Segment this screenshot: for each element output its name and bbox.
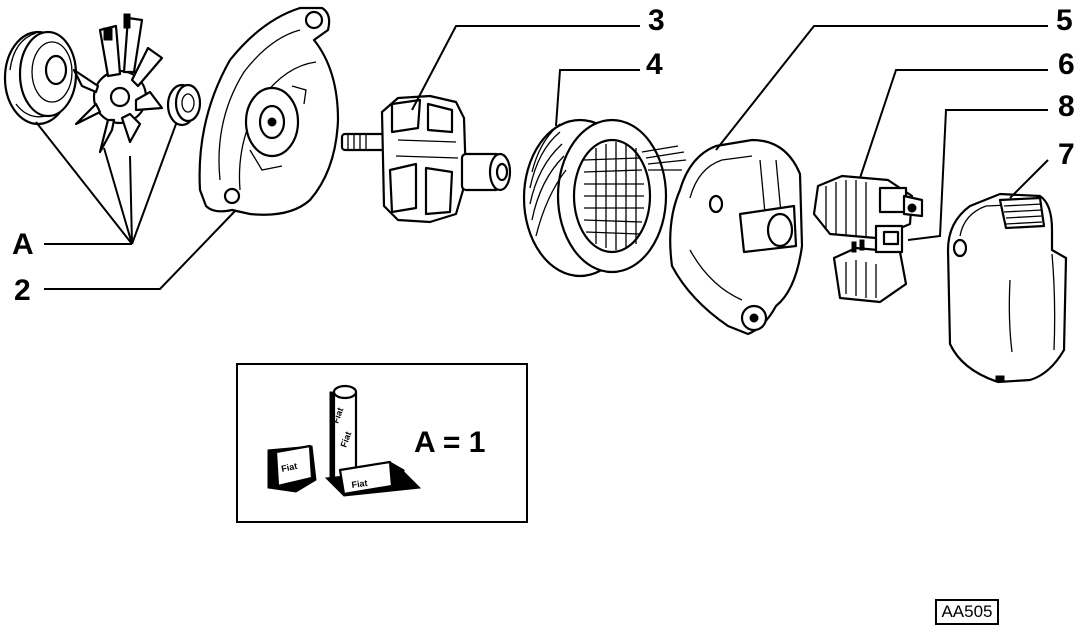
callout-7: 7: [1058, 138, 1075, 171]
parts-kit-box: Fiat Fiat Fiat Fiat A = 1: [236, 363, 528, 523]
reference-code-box: AA505: [935, 599, 999, 625]
kit-quantity-equation: A = 1: [414, 426, 485, 459]
callout-8: 8: [1058, 90, 1075, 123]
fan-part: [72, 13, 164, 154]
stator-part: [522, 118, 687, 278]
callout-6: 6: [1058, 48, 1075, 81]
drive-end-bracket-part: [198, 6, 340, 216]
kit-tube-icon: Fiat Fiat: [329, 384, 358, 481]
pulley-part: [3, 30, 78, 126]
callout-3: 3: [648, 4, 665, 37]
rear-bracket-part: [669, 138, 804, 336]
callout-labels: A 2 3 4 5 6 8 7: [12, 4, 1075, 307]
kit-brand-label-1: Fiat: [280, 461, 298, 474]
regulator-part: [832, 224, 908, 304]
spacer-ring-part: [166, 83, 202, 127]
callout-A: A: [12, 228, 34, 261]
rear-cover-part: [946, 192, 1068, 384]
callout-5: 5: [1056, 4, 1073, 37]
rectifier-part: [812, 174, 924, 240]
leader-lines: [35, 25, 1049, 290]
reference-code: AA505: [941, 602, 993, 621]
kit-box-small-icon: Fiat: [267, 444, 317, 493]
callout-2: 2: [14, 274, 31, 307]
rotor-part: [340, 94, 512, 224]
callout-4: 4: [646, 48, 663, 81]
kit-brand-label-4: Fiat: [351, 478, 368, 490]
kit-flat-box-icon: Fiat: [324, 460, 422, 497]
